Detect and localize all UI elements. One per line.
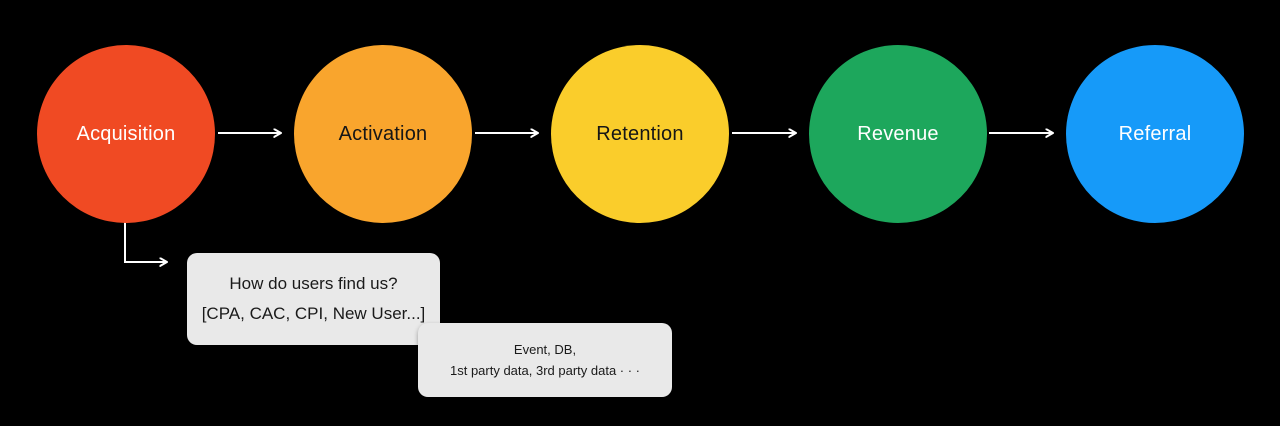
stage-acquisition: Acquisition xyxy=(37,45,215,223)
callout-acquisition-question: How do users find us? [CPA, CAC, CPI, Ne… xyxy=(187,253,440,345)
stage-referral: Referral xyxy=(1066,45,1244,223)
callout-acquisition-data-sources: Event, DB, 1st party data, 3rd party dat… xyxy=(418,323,672,397)
stage-label-acquisition: Acquisition xyxy=(76,122,176,145)
stage-revenue: Revenue xyxy=(809,45,987,223)
callout-line: How do users find us? xyxy=(229,274,398,293)
stage-label-retention: Retention xyxy=(596,122,684,145)
stage-label-referral: Referral xyxy=(1118,122,1192,145)
callout-line: 1st party data, 3rd party data · · · xyxy=(449,363,641,378)
callout-line: Event, DB, xyxy=(513,342,577,357)
stage-label-revenue: Revenue xyxy=(857,122,939,145)
stage-retention: Retention xyxy=(551,45,729,223)
stage-activation: Activation xyxy=(294,45,472,223)
callout-line: [CPA, CAC, CPI, New User...] xyxy=(201,304,426,323)
arrow-acquisition-callout xyxy=(124,222,167,262)
stage-label-activation: Activation xyxy=(338,122,428,145)
